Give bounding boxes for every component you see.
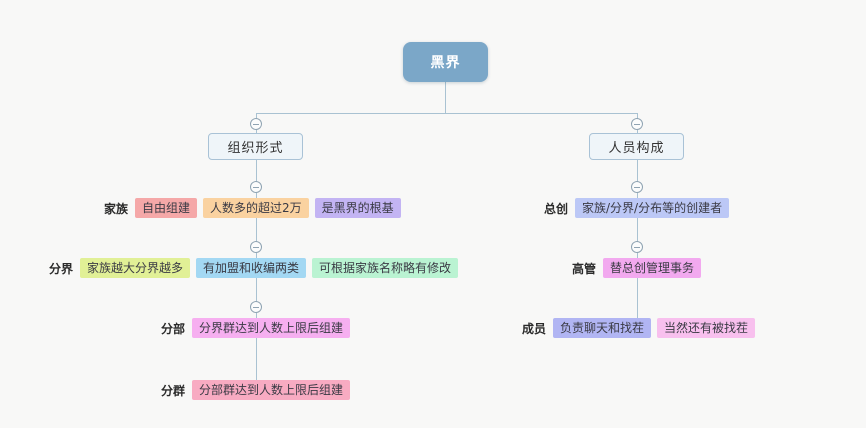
- row-label[interactable]: 分群: [161, 383, 186, 398]
- connector-line: [256, 278, 257, 318]
- topic-node[interactable]: 自由组建: [135, 198, 198, 218]
- collapse-minus-icon[interactable]: [631, 241, 643, 253]
- topic-node[interactable]: 有加盟和收编两类: [196, 258, 307, 278]
- connector-line: [445, 82, 446, 113]
- connector-line: [256, 338, 257, 380]
- topic-node[interactable]: 当然还有被找茬: [657, 318, 756, 338]
- mindmap-row: 分部分界群达到人数上限后组建: [161, 318, 351, 338]
- branch-header-organization[interactable]: 组织形式: [208, 133, 303, 160]
- connector-line: [256, 160, 257, 198]
- collapse-minus-icon[interactable]: [250, 301, 262, 313]
- mindmap-row: 分群分部群达到人数上限后组建: [161, 380, 351, 400]
- row-label[interactable]: 分部: [161, 321, 186, 336]
- collapse-minus-icon[interactable]: [250, 241, 262, 253]
- topic-node[interactable]: 替总创管理事务: [603, 258, 702, 278]
- topic-node[interactable]: 分界群达到人数上限后组建: [192, 318, 351, 338]
- topic-node[interactable]: 分部群达到人数上限后组建: [192, 380, 351, 400]
- row-label[interactable]: 高管: [572, 261, 597, 276]
- row-label[interactable]: 总创: [544, 201, 569, 216]
- connector-line: [637, 160, 638, 198]
- topic-node[interactable]: 负责聊天和找茬: [553, 318, 652, 338]
- mindmap-row: 成员负责聊天和找茬当然还有被找茬: [522, 318, 756, 338]
- topic-node[interactable]: 可根据家族名称略有修改: [312, 258, 459, 278]
- branch-header-personnel[interactable]: 人员构成: [589, 133, 684, 160]
- collapse-minus-icon[interactable]: [250, 181, 262, 193]
- row-label[interactable]: 家族: [104, 201, 129, 216]
- connector-line: [256, 113, 638, 114]
- topic-node[interactable]: 家族/分界/分布等的创建者: [575, 198, 730, 218]
- connector-line: [637, 218, 638, 258]
- collapse-minus-icon[interactable]: [250, 118, 262, 130]
- mindmap-row: 高管替总创管理事务: [572, 258, 702, 278]
- connector-line: [256, 218, 257, 258]
- topic-node[interactable]: 人数多的超过2万: [203, 198, 309, 218]
- mindmap-row: 分界家族越大分界越多有加盟和收编两类可根据家族名称略有修改: [49, 258, 459, 278]
- root-node[interactable]: 黑界: [403, 42, 488, 82]
- collapse-minus-icon[interactable]: [631, 118, 643, 130]
- row-label[interactable]: 分界: [49, 261, 74, 276]
- topic-node[interactable]: 家族越大分界越多: [80, 258, 191, 278]
- row-label[interactable]: 成员: [522, 321, 547, 336]
- mindmap-row: 总创家族/分界/分布等的创建者: [544, 198, 730, 218]
- collapse-minus-icon[interactable]: [631, 181, 643, 193]
- topic-node[interactable]: 是黑界的根基: [314, 198, 401, 218]
- mindmap-row: 家族自由组建人数多的超过2万是黑界的根基: [104, 198, 401, 218]
- connector-line: [637, 278, 638, 318]
